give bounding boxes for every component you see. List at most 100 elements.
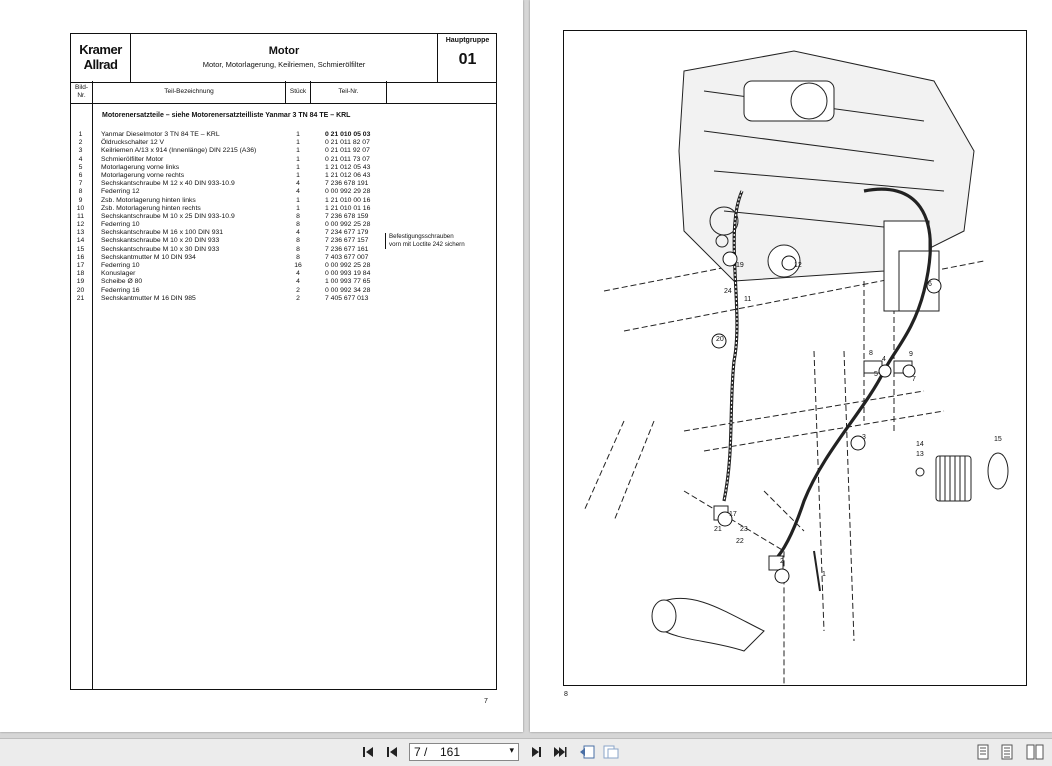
part-quantity: 2 xyxy=(296,294,300,302)
callout-label: 5 xyxy=(874,371,878,378)
single-page-view-button[interactable] xyxy=(976,744,992,760)
part-number: 1 21 010 01 16 xyxy=(325,204,371,212)
part-position: 13 xyxy=(76,229,85,237)
callout-label: 12 xyxy=(794,262,802,269)
callout-label: 24 xyxy=(724,288,732,295)
part-position: 3 xyxy=(78,147,83,155)
header-box: Kramer Allrad Motor Motor, Motorlagerung… xyxy=(70,33,497,83)
callout-label: 2 xyxy=(780,558,784,565)
part-number: 7 403 677 007 xyxy=(325,253,369,261)
mounting-remark: Befestigungsschrauben vorn mit Loctite 2… xyxy=(385,233,465,249)
part-quantity: 4 xyxy=(296,229,300,237)
part-description: Schmierölfilter Motor xyxy=(101,155,164,163)
part-number: 1 21 010 00 16 xyxy=(325,196,371,204)
hauptgruppe-value: 01 xyxy=(458,51,477,68)
next-page-button[interactable] xyxy=(528,743,544,761)
part-quantity: 1 xyxy=(296,155,300,163)
part-quantity: 1 xyxy=(296,196,300,204)
part-number: 0 21 011 92 07 xyxy=(325,147,370,155)
part-quantity: 16 xyxy=(294,262,302,269)
part-position: 12 xyxy=(76,221,85,229)
part-position: 11 xyxy=(76,212,85,220)
part-position: 21 xyxy=(76,294,85,302)
page-7: Kramer Allrad Motor Motor, Motorlagerung… xyxy=(0,0,523,732)
part-number: 0 21 010 05 03 xyxy=(325,131,371,138)
part-description: Zsb. Motorlagerung hinten links xyxy=(101,196,196,204)
part-quantity: 2 xyxy=(296,286,300,294)
part-description: Sechskantschraube M 10 x 20 DIN 933 xyxy=(101,237,220,245)
part-position: 17 xyxy=(76,262,85,269)
callout-label: 1 xyxy=(822,571,826,578)
continuous-view-button[interactable] xyxy=(1000,744,1016,760)
page-subtitle: Motor, Motorlagerung, Keilriemen, Schmie… xyxy=(202,60,366,69)
part-quantity: 1 xyxy=(296,171,300,179)
go-forward-button[interactable] xyxy=(602,743,620,761)
remark-line-1: Befestigungsschrauben xyxy=(389,233,454,240)
part-position: 6 xyxy=(78,171,83,179)
part-position: 15 xyxy=(76,245,85,253)
page-number-input[interactable]: 7 / 161 ▾ xyxy=(409,743,519,761)
col-bild-nr: Bild-Nr. xyxy=(71,81,93,103)
part-description: Sechskantschraube M 12 x 40 DIN 933-10.9 xyxy=(101,180,235,188)
prev-page-button[interactable] xyxy=(384,743,400,761)
part-number: 0 00 992 25 28 xyxy=(325,221,371,229)
part-description: Zsb. Motorlagerung hinten rechts xyxy=(101,204,201,212)
page-number-left: 7 xyxy=(484,698,488,705)
continuous-page-icon xyxy=(1001,744,1013,760)
document-viewer: Kramer Allrad Motor Motor, Motorlagerung… xyxy=(0,0,1052,732)
part-quantity: 4 xyxy=(296,180,300,188)
part-number: 1 00 993 77 65 xyxy=(325,278,371,286)
callout-label: 14 xyxy=(916,441,924,448)
page-title: Motor xyxy=(268,45,300,57)
go-back-icon xyxy=(580,745,595,759)
part-number: 0 00 992 29 28 xyxy=(325,188,371,196)
last-page-button[interactable] xyxy=(552,743,568,761)
chevron-down-icon[interactable]: ▾ xyxy=(509,745,514,755)
part-number: 7 236 677 161 xyxy=(325,245,369,253)
part-description: Federring 16 xyxy=(101,286,140,294)
two-page-view-button[interactable] xyxy=(1026,744,1044,760)
go-back-button[interactable] xyxy=(578,743,596,761)
page-separator: / xyxy=(424,745,428,759)
part-position: 10 xyxy=(76,204,85,212)
callout-label: 23 xyxy=(740,526,748,533)
col-remarks xyxy=(387,81,496,103)
part-description: Sechskantmutter M 10 DIN 934 xyxy=(101,253,196,261)
part-description: Scheibe Ø 80 xyxy=(101,278,143,286)
part-number: 7 236 678 191 xyxy=(325,180,369,188)
part-quantity: 8 xyxy=(296,237,300,245)
part-description: Sechskantschraube M 10 x 25 DIN 933-10.9 xyxy=(101,212,235,220)
part-number: 1 21 012 05 43 xyxy=(325,163,371,171)
kramer-logo: Kramer Allrad xyxy=(71,34,131,82)
parts-row: 11 Sechskantschraube M 10 x 25 DIN 933-10… xyxy=(70,213,495,221)
part-quantity: 4 xyxy=(296,278,300,286)
part-position: 18 xyxy=(76,270,85,278)
hauptgruppe-box: Hauptgruppe 01 xyxy=(437,34,497,82)
part-quantity: 1 xyxy=(296,139,300,147)
callout-label: 17 xyxy=(729,511,737,518)
part-position: 8 xyxy=(78,188,83,196)
part-quantity: 1 xyxy=(296,131,300,138)
callout-label: 19 xyxy=(736,262,744,269)
current-page: 7 xyxy=(414,745,421,759)
two-page-icon xyxy=(1026,744,1044,760)
part-position: 14 xyxy=(76,237,85,245)
part-position: 1 xyxy=(78,131,83,138)
first-page-icon xyxy=(363,747,373,757)
callout-label: 11 xyxy=(744,296,751,303)
pdf-toolbar: 7 / 161 ▾ xyxy=(0,738,1052,766)
part-description: Federring 10 xyxy=(101,262,140,269)
first-page-button[interactable] xyxy=(360,743,376,761)
